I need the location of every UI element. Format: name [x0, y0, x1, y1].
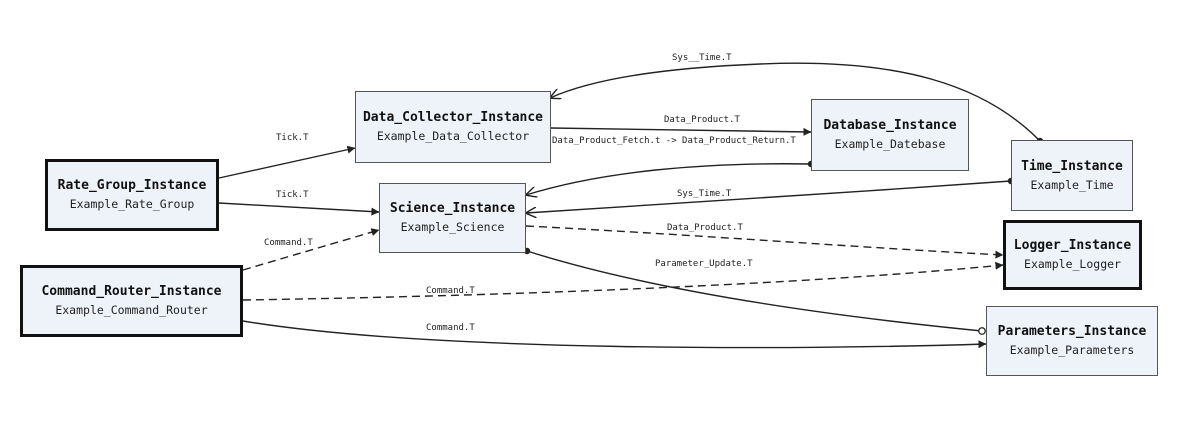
component-type: Example_Science: [400, 220, 505, 234]
component-type: Example_Logger: [1024, 257, 1121, 271]
component-logger[interactable]: Logger_Instance Example_Logger: [1003, 220, 1142, 290]
connector-tick-to-science: [218, 202, 380, 216]
component-database[interactable]: Database_Instance Example_Datebase: [811, 99, 969, 171]
label-systime-to-science: Sys_Time.T: [677, 189, 732, 199]
component-name: Logger_Instance: [1013, 238, 1132, 253]
connector-product-to-logger: [525, 225, 1004, 259]
connector-tick-to-collector: [218, 145, 356, 179]
label-command-to-science: Command.T: [264, 238, 313, 248]
component-command-router[interactable]: Command_Router_Instance Example_Command_…: [20, 265, 243, 337]
component-name: Science_Instance: [389, 201, 516, 216]
component-name: Command_Router_Instance: [41, 284, 222, 299]
label-fetch-database-science: Data_Product_Fetch.t -> Data_Product_Ret…: [552, 136, 796, 146]
label-parameter-update: Parameter_Update.T: [655, 259, 753, 269]
component-type: Example_Datebase: [834, 137, 946, 151]
connector-parameter-update: [523, 247, 986, 335]
label-product-to-database: Data_Product.T: [664, 115, 740, 125]
connector-systime-to-science: [526, 181, 1011, 213]
connector-product-to-database: [550, 127, 812, 136]
component-time[interactable]: Time_Instance Example_Time: [1011, 140, 1133, 211]
label-tick-to-science: Tick.T: [276, 190, 309, 200]
component-name: Time_Instance: [1021, 158, 1123, 174]
label-systime-to-collector: Sys__Time.T: [672, 53, 732, 63]
component-name: Parameters_Instance: [997, 324, 1147, 339]
component-type: Example_Data_Collector: [376, 129, 530, 143]
component-name: Data_Collector_Instance: [362, 110, 543, 125]
connector-command-to-science: [242, 228, 380, 271]
label-command-to-parameters: Command.T: [426, 323, 475, 333]
component-type: Example_Parameters: [1009, 343, 1135, 357]
component-name: Rate_Group_Instance: [57, 178, 207, 193]
component-name: Database_Instance: [823, 118, 957, 133]
component-data-collector[interactable]: Data_Collector_Instance Example_Data_Col…: [355, 91, 551, 163]
component-type: Example_Rate_Group: [69, 197, 195, 211]
component-parameters[interactable]: Parameters_Instance Example_Parameters: [986, 306, 1158, 376]
connector-fetch-database-science: [526, 164, 811, 195]
connector-command-to-logger: [242, 261, 1004, 301]
label-command-to-logger: Command.T: [426, 286, 475, 296]
component-rate-group[interactable]: Rate_Group_Instance Example_Rate_Group: [45, 159, 219, 231]
component-type: Example_Time: [1030, 177, 1114, 192]
label-tick-to-collector: Tick.T: [276, 133, 309, 143]
component-type: Example_Command_Router: [55, 303, 208, 317]
component-science[interactable]: Science_Instance Example_Science: [379, 183, 526, 253]
connector-systime-to-collector: [550, 62, 1040, 141]
connector-command-to-parameters: [242, 320, 987, 349]
label-product-to-logger: Data_Product.T: [667, 223, 743, 233]
